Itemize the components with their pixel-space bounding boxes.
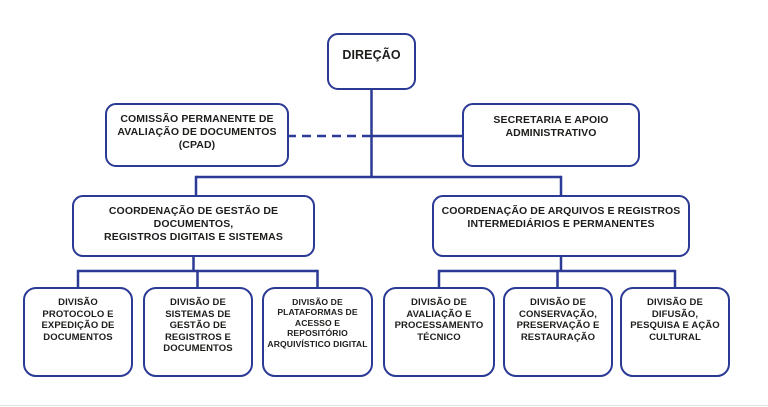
node-direcao-label: DIREÇÃO: [342, 48, 401, 62]
node-secretaria: SECRETARIA E APOIO ADMINISTRATIVO: [462, 103, 640, 167]
node-coordenacao-gestao-documentos: COORDENAÇÃO DE GESTÃO DE DOCUMENTOS, REG…: [72, 195, 315, 257]
node-coordenacao-gestao-label: COORDENAÇÃO DE GESTÃO DE DOCUMENTOS, REG…: [104, 205, 283, 243]
node-divisao-conservacao-label: DIVISÃO DE CONSERVAÇÃO, PRESERVAÇÃO E RE…: [516, 297, 600, 343]
node-divisao-avaliacao: DIVISÃO DE AVALIAÇÃO E PROCESSAMENTO TÉC…: [383, 287, 495, 377]
node-divisao-difusao-label: DIVISÃO DE DIFUSÃO, PESQUISA E AÇÃO CULT…: [630, 297, 720, 343]
node-divisao-difusao: DIVISÃO DE DIFUSÃO, PESQUISA E AÇÃO CULT…: [620, 287, 730, 377]
node-cpad: COMISSÃO PERMANENTE DE AVALIAÇÃO DE DOCU…: [105, 103, 289, 167]
node-coordenacao-arquivos-label: COORDENAÇÃO DE ARQUIVOS E REGISTROS INTE…: [441, 205, 681, 230]
node-secretaria-label: SECRETARIA E APOIO ADMINISTRATIVO: [493, 114, 609, 139]
node-divisao-sistemas: DIVISÃO DE SISTEMAS DE GESTÃO DE REGISTR…: [143, 287, 253, 377]
node-direcao: DIREÇÃO: [327, 33, 416, 90]
node-divisao-protocolo: DIVISÃO PROTOCOLO E EXPEDIÇÃO DE DOCUMEN…: [23, 287, 133, 377]
node-divisao-conservacao: DIVISÃO DE CONSERVAÇÃO, PRESERVAÇÃO E RE…: [503, 287, 613, 377]
node-coordenacao-arquivos-registros: COORDENAÇÃO DE ARQUIVOS E REGISTROS INTE…: [432, 195, 690, 257]
node-cpad-label: COMISSÃO PERMANENTE DE AVALIAÇÃO DE DOCU…: [117, 113, 277, 151]
page-bottom-edge: [0, 405, 768, 406]
node-divisao-plataformas-label: DIVISÃO DE PLATAFORMAS DE ACESSO E REPOS…: [267, 297, 368, 349]
node-divisao-avaliacao-label: DIVISÃO DE AVALIAÇÃO E PROCESSAMENTO TÉC…: [394, 297, 484, 343]
node-divisao-sistemas-label: DIVISÃO DE SISTEMAS DE GESTÃO DE REGISTR…: [163, 297, 233, 355]
node-divisao-protocolo-label: DIVISÃO PROTOCOLO E EXPEDIÇÃO DE DOCUMEN…: [41, 297, 115, 343]
node-divisao-plataformas: DIVISÃO DE PLATAFORMAS DE ACESSO E REPOS…: [262, 287, 373, 377]
